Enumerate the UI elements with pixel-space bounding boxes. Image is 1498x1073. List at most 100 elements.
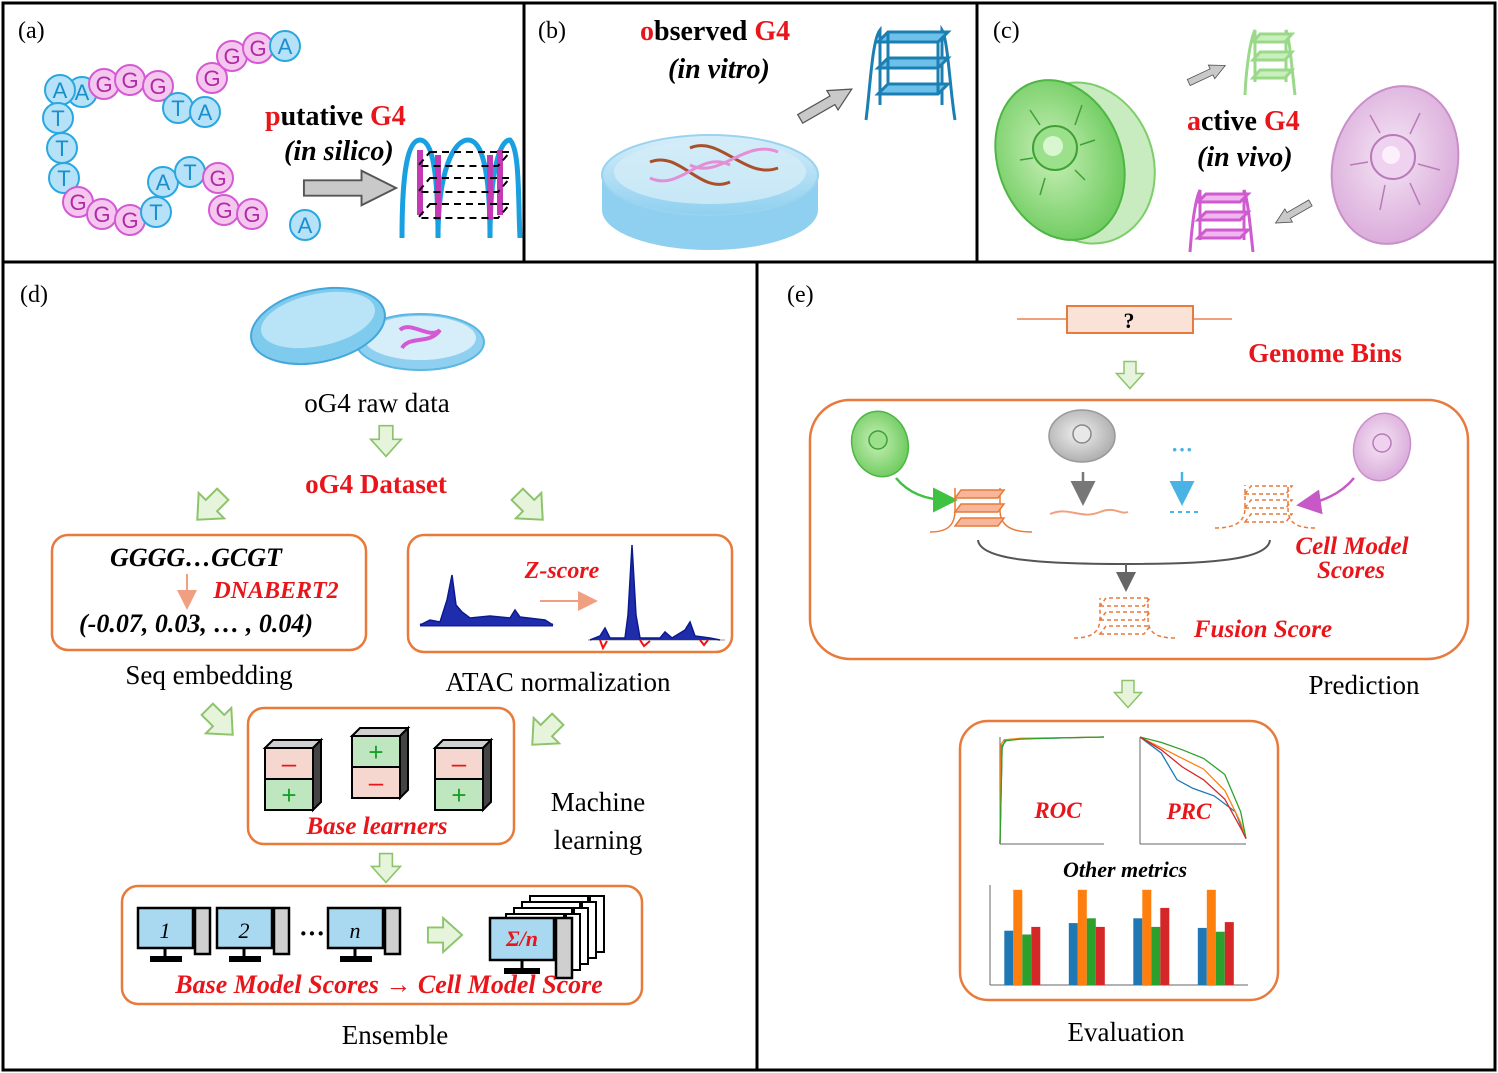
nucleotide-bubble (202, 162, 234, 194)
computer-icon: n (326, 906, 402, 962)
computers-ellipsis: ··· (299, 919, 325, 948)
nucleotide-letter: A (298, 213, 313, 238)
prc-label: PRC (1166, 799, 1212, 824)
seq-embedding-box (50, 533, 368, 652)
other-metrics-label: Other metrics (1063, 857, 1187, 882)
question-mark: ? (1124, 308, 1135, 333)
dashed-g4-structure-icon (1214, 485, 1316, 529)
computer-icon: 1 (136, 906, 212, 962)
nucleotide-bubble (189, 96, 221, 128)
ensemble-formula: Base Model Scores → Cell Model Score (174, 970, 603, 999)
ensemble-label: Ensemble (342, 1020, 448, 1050)
pink-cell-icon (1330, 85, 1460, 245)
computer-number: 2 (239, 918, 250, 943)
arrow-icon (369, 424, 403, 458)
nucleotide-letter: G (95, 72, 112, 97)
bar (1068, 923, 1078, 985)
arrow-icon (193, 695, 247, 749)
fusion-g4-structure-icon (1073, 597, 1176, 639)
genome-bins-label: Genome Bins (1248, 338, 1402, 368)
genome-bin-icon: ? (1017, 305, 1232, 334)
bar (1086, 918, 1096, 985)
sum-over-n-label: Σ/n (505, 926, 538, 951)
panel-a-label: (a) (18, 18, 45, 44)
nucleotide-letter: G (149, 74, 166, 99)
og4-dataset-label: oG4 Dataset (305, 469, 447, 499)
minus-sign: – (369, 767, 384, 797)
nucleotide-letter: G (93, 202, 110, 227)
nucleotide-letter: T (171, 96, 184, 121)
nucleotide-letter: G (215, 198, 232, 223)
arrow-icon (370, 852, 402, 884)
nucleotide-bubble (48, 162, 80, 194)
bar (1224, 922, 1234, 985)
panel-e-label: (e) (787, 282, 814, 308)
plus-sign: + (451, 780, 466, 810)
green-cell-icon (850, 410, 910, 478)
dnabert2-label: DNABERT2 (212, 578, 338, 604)
g4-structure-icon (929, 488, 1033, 533)
machine-learning-label-2: learning (554, 825, 642, 855)
roc-label: ROC (1033, 798, 1082, 823)
panel-b: (b) observed G4 (in vitro) (538, 16, 957, 250)
panel-d-label: (d) (20, 282, 48, 308)
nucleotide-bubble (289, 209, 321, 241)
bar (1077, 889, 1087, 985)
gray-cell-icon (1048, 409, 1116, 463)
ensemble-computer-stack-icon: Σ/n (488, 895, 605, 980)
seq-embedding-label: Seq embedding (125, 660, 292, 690)
prediction-box (808, 398, 1470, 661)
bar (1206, 889, 1216, 985)
nucleotide-bubble (140, 196, 172, 228)
nucleotide-letter: T (57, 166, 70, 191)
bar (1013, 889, 1023, 985)
series-line (1139, 736, 1247, 839)
green-cell-icon (994, 79, 1156, 245)
nucleotide-letter: T (149, 200, 162, 225)
nucleotide-letter: A (53, 78, 68, 103)
arrow-icon (1115, 360, 1145, 390)
nucleotide-letter: G (69, 190, 86, 215)
nucleotide-letter: G (249, 36, 266, 61)
bar (1160, 907, 1170, 985)
panel-d: (d) oG4 raw data oG4 Dataset GGGG…GCGT D… (20, 282, 734, 1050)
panel-c: (c) active G4 (in vivo) (993, 18, 1460, 253)
pink-cell-icon (1352, 412, 1412, 482)
plus-sign: + (281, 780, 296, 810)
nucleotide-letter: G (121, 208, 138, 233)
arrow-icon (183, 480, 237, 534)
nucleotide-letter: G (223, 44, 240, 69)
computer-number: n (350, 918, 361, 943)
bar (1151, 926, 1161, 985)
bar (1215, 931, 1225, 985)
arrow-icon (1113, 679, 1143, 709)
panel-b-label: (b) (538, 18, 566, 44)
in-vitro-label: (in vitro) (668, 54, 770, 85)
arrow-icon (1271, 195, 1315, 231)
computer-icon: 2 (215, 906, 291, 962)
base-model-computers: 1 2 n (136, 906, 402, 962)
bar (1095, 926, 1105, 985)
base-learner-cubes: – + + – – + (262, 725, 494, 813)
nucleotide-bubble (142, 70, 174, 102)
green-g4-icon (1243, 29, 1297, 96)
minus-sign: – (282, 748, 297, 778)
nucleotide-letter: T (51, 106, 64, 131)
nucleotide-letter: A (278, 34, 293, 59)
bar (1197, 927, 1207, 985)
in-vivo-label: (in vivo) (1197, 142, 1293, 173)
nucleotide-bubble (269, 30, 301, 62)
prc-chart (1139, 736, 1247, 845)
nucleotide-bubble (196, 62, 228, 94)
panel-e: (e) ? Genome Bins ··· (787, 282, 1470, 1047)
nucleotide-letter: G (243, 202, 260, 227)
fusion-score-label: Fusion Score (1193, 616, 1332, 643)
unfolded-dna-icon (1049, 508, 1129, 516)
zscore-label: Z-score (524, 558, 600, 584)
arrow-icon (302, 169, 398, 207)
pink-g4-icon (1188, 189, 1255, 253)
series-line (1139, 736, 1247, 839)
bar (1031, 926, 1041, 985)
